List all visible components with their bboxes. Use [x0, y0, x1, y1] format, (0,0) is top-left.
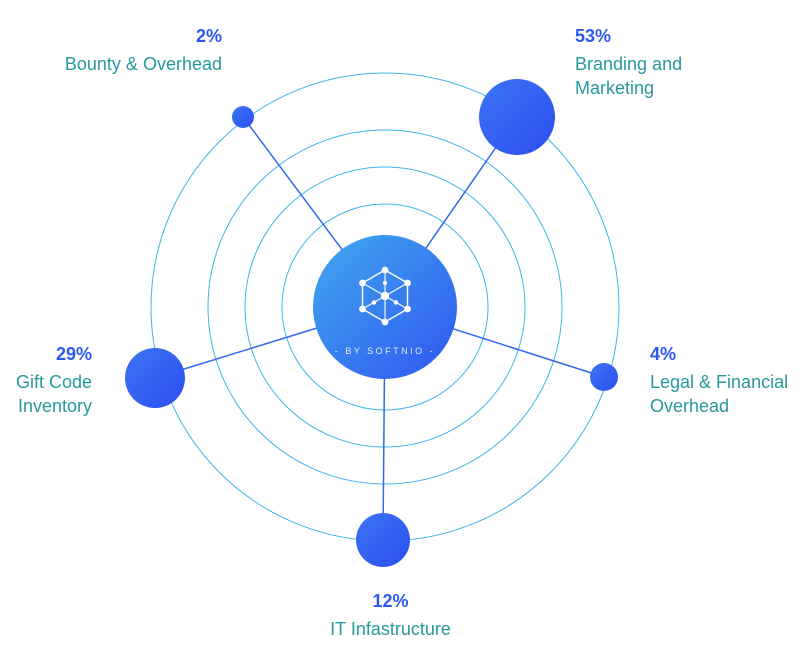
node-legal [590, 363, 618, 391]
segment-label-legal: 4% Legal & Financial Overhead [650, 344, 810, 419]
segment-label-bounty: 2% Bounty & Overhead [20, 26, 222, 77]
center-brand-label: - BY SOFTNIO - [334, 346, 436, 356]
segment-name-legal: Legal & Financial Overhead [650, 371, 789, 416]
node-bounty [232, 106, 254, 128]
node-branding [479, 79, 555, 155]
orbit-ring-2 [244, 166, 526, 448]
allocation-nodes [125, 79, 618, 567]
segment-pct-legal: 4% [650, 344, 677, 364]
segment-label-gift: 29% Gift Code Inventory [0, 344, 92, 419]
segment-pct-branding: 53% [575, 26, 612, 46]
segment-name-branding: Branding and Marketing [575, 53, 683, 98]
segment-name-bounty: Bounty & Overhead [64, 53, 222, 74]
node-gift [125, 348, 185, 408]
orbit-ring-1 [281, 203, 489, 411]
orbit-ring-3 [207, 129, 563, 485]
segment-name-gift: Gift Code Inventory [15, 371, 92, 416]
segment-label-it: 12% IT Infastructure [298, 591, 483, 642]
segment-pct-gift: 29% [55, 344, 92, 364]
segment-label-branding: 53% Branding and Marketing [575, 26, 800, 101]
node-it [356, 513, 410, 567]
segment-pct-bounty: 2% [195, 26, 222, 46]
softnio-logo-icon [359, 266, 411, 326]
segment-pct-it: 12% [372, 591, 409, 611]
segment-name-it: IT Infastructure [330, 618, 451, 639]
